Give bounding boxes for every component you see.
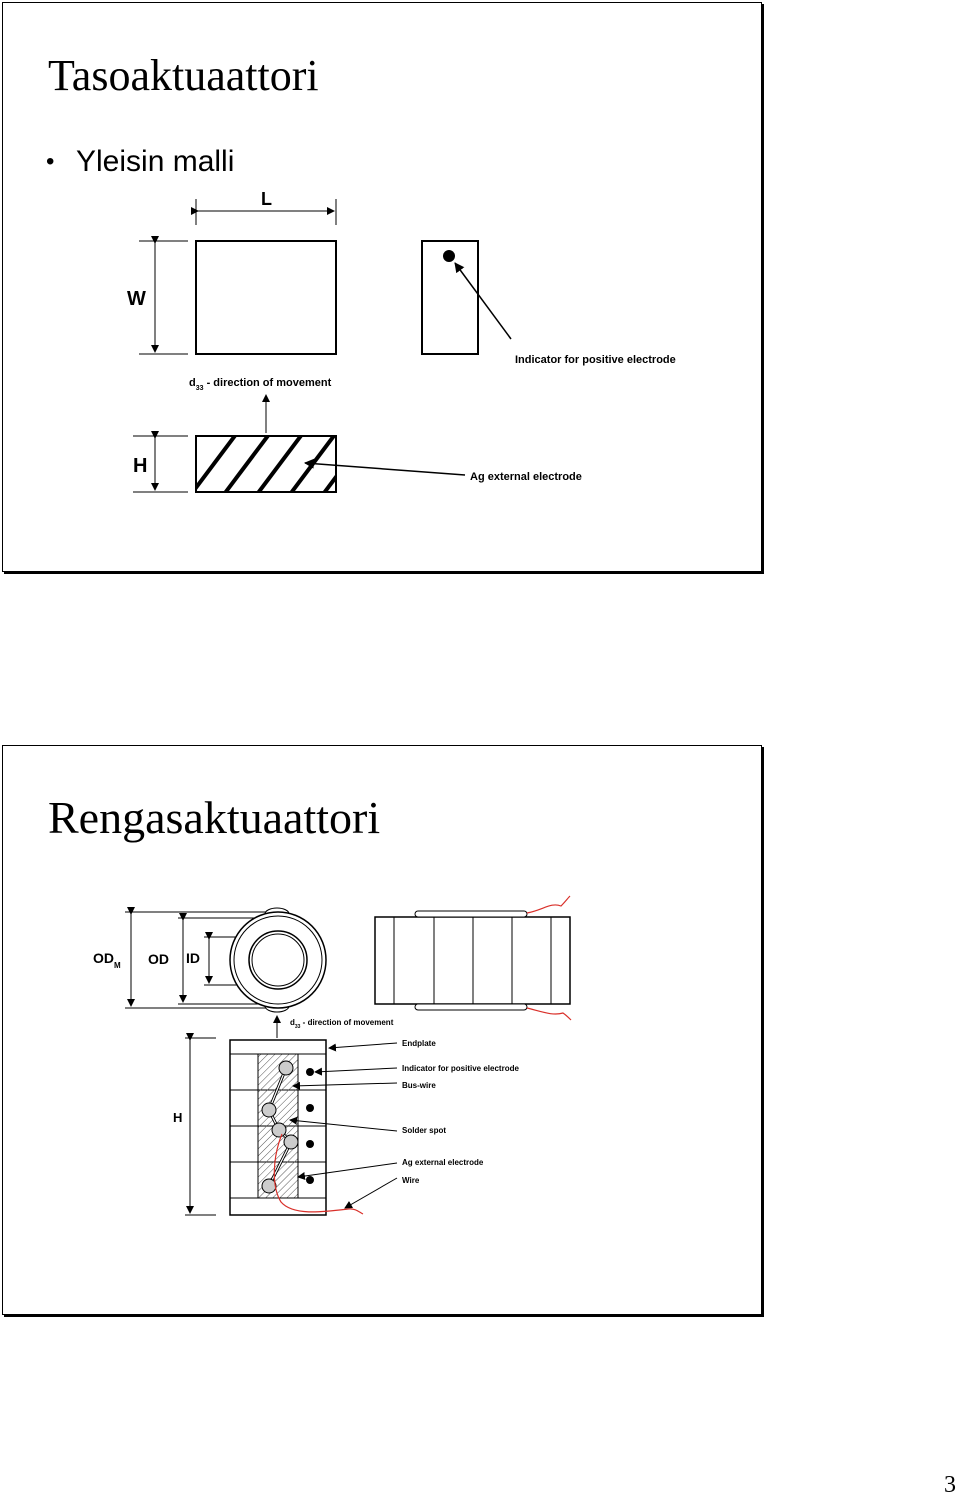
- movement-label: d33 - direction of movement: [290, 1018, 394, 1030]
- electrode-arrow: [304, 458, 466, 476]
- height-dimension: H: [133, 431, 188, 493]
- positive-indicator-dot: [443, 250, 455, 262]
- bullet-icon: •: [46, 148, 55, 175]
- plate-actuator-diagram: L W Indicator for positive electrode d33…: [127, 189, 676, 493]
- width-dimension: W: [127, 236, 188, 355]
- length-dimension: L: [191, 189, 337, 225]
- length-label: L: [261, 189, 272, 209]
- electrode-label: Ag external electrode: [402, 1158, 484, 1167]
- height-dimension: H: [173, 1033, 216, 1216]
- slide-rengasaktuaattori: Rengasaktuaattori ODM OD ID: [2, 745, 762, 1315]
- stack-cross-section: [229, 1039, 364, 1216]
- width-label: W: [127, 288, 146, 310]
- solder-spot-label: Solder spot: [402, 1126, 446, 1135]
- movement-d: d: [189, 377, 196, 389]
- bullet-item: • Yleisin malli: [46, 143, 234, 181]
- hatched-plate: [195, 435, 337, 493]
- bullet-text: Yleisin malli: [76, 145, 235, 178]
- od-label: OD: [148, 951, 169, 967]
- indicator-arrow: [454, 262, 512, 340]
- movement-text: - direction of movement: [300, 1018, 393, 1027]
- id-label: ID: [186, 950, 200, 966]
- height-label: H: [173, 1110, 182, 1125]
- indicator-label: Indicator for positive electrode: [402, 1064, 519, 1073]
- wire-label: Wire: [402, 1176, 420, 1185]
- movement-d: d: [290, 1018, 295, 1027]
- endplate-label: Endplate: [402, 1039, 436, 1048]
- ring-actuator-diagram: ODM OD ID: [93, 895, 572, 1216]
- electrode-label: Ag external electrode: [470, 471, 582, 483]
- top-view-plate: [195, 240, 337, 355]
- od-m-sub: M: [114, 961, 121, 970]
- ring-top-view: [229, 907, 327, 1013]
- movement-sub: 33: [196, 385, 204, 392]
- movement-sub: 33: [295, 1024, 301, 1030]
- movement-label: d33 - direction of movement: [189, 377, 332, 392]
- height-label: H: [133, 455, 147, 477]
- slide-tasoaktuaattori: Tasoaktuaattori • Yleisin malli L W: [2, 2, 762, 572]
- side-view-plate: [421, 240, 479, 355]
- bottom-wire: [526, 1007, 572, 1021]
- indicator-label: Indicator for positive electrode: [515, 354, 676, 366]
- od-m-main: OD: [93, 950, 114, 966]
- slide-title: Tasoaktuaattori: [48, 51, 319, 100]
- page-number: 3: [944, 1472, 956, 1498]
- ring-side-view: [374, 895, 572, 1021]
- callout-arrows: [289, 1042, 398, 1209]
- bus-wire-label: Bus-wire: [402, 1081, 436, 1090]
- top-wire: [526, 895, 571, 914]
- red-wire: [273, 1133, 364, 1215]
- od-m-label: ODM: [93, 950, 121, 970]
- slide-title: Rengasaktuaattori: [48, 792, 381, 843]
- diameter-dimensions: ODM OD ID: [93, 907, 281, 1009]
- movement-text: - direction of movement: [204, 377, 332, 389]
